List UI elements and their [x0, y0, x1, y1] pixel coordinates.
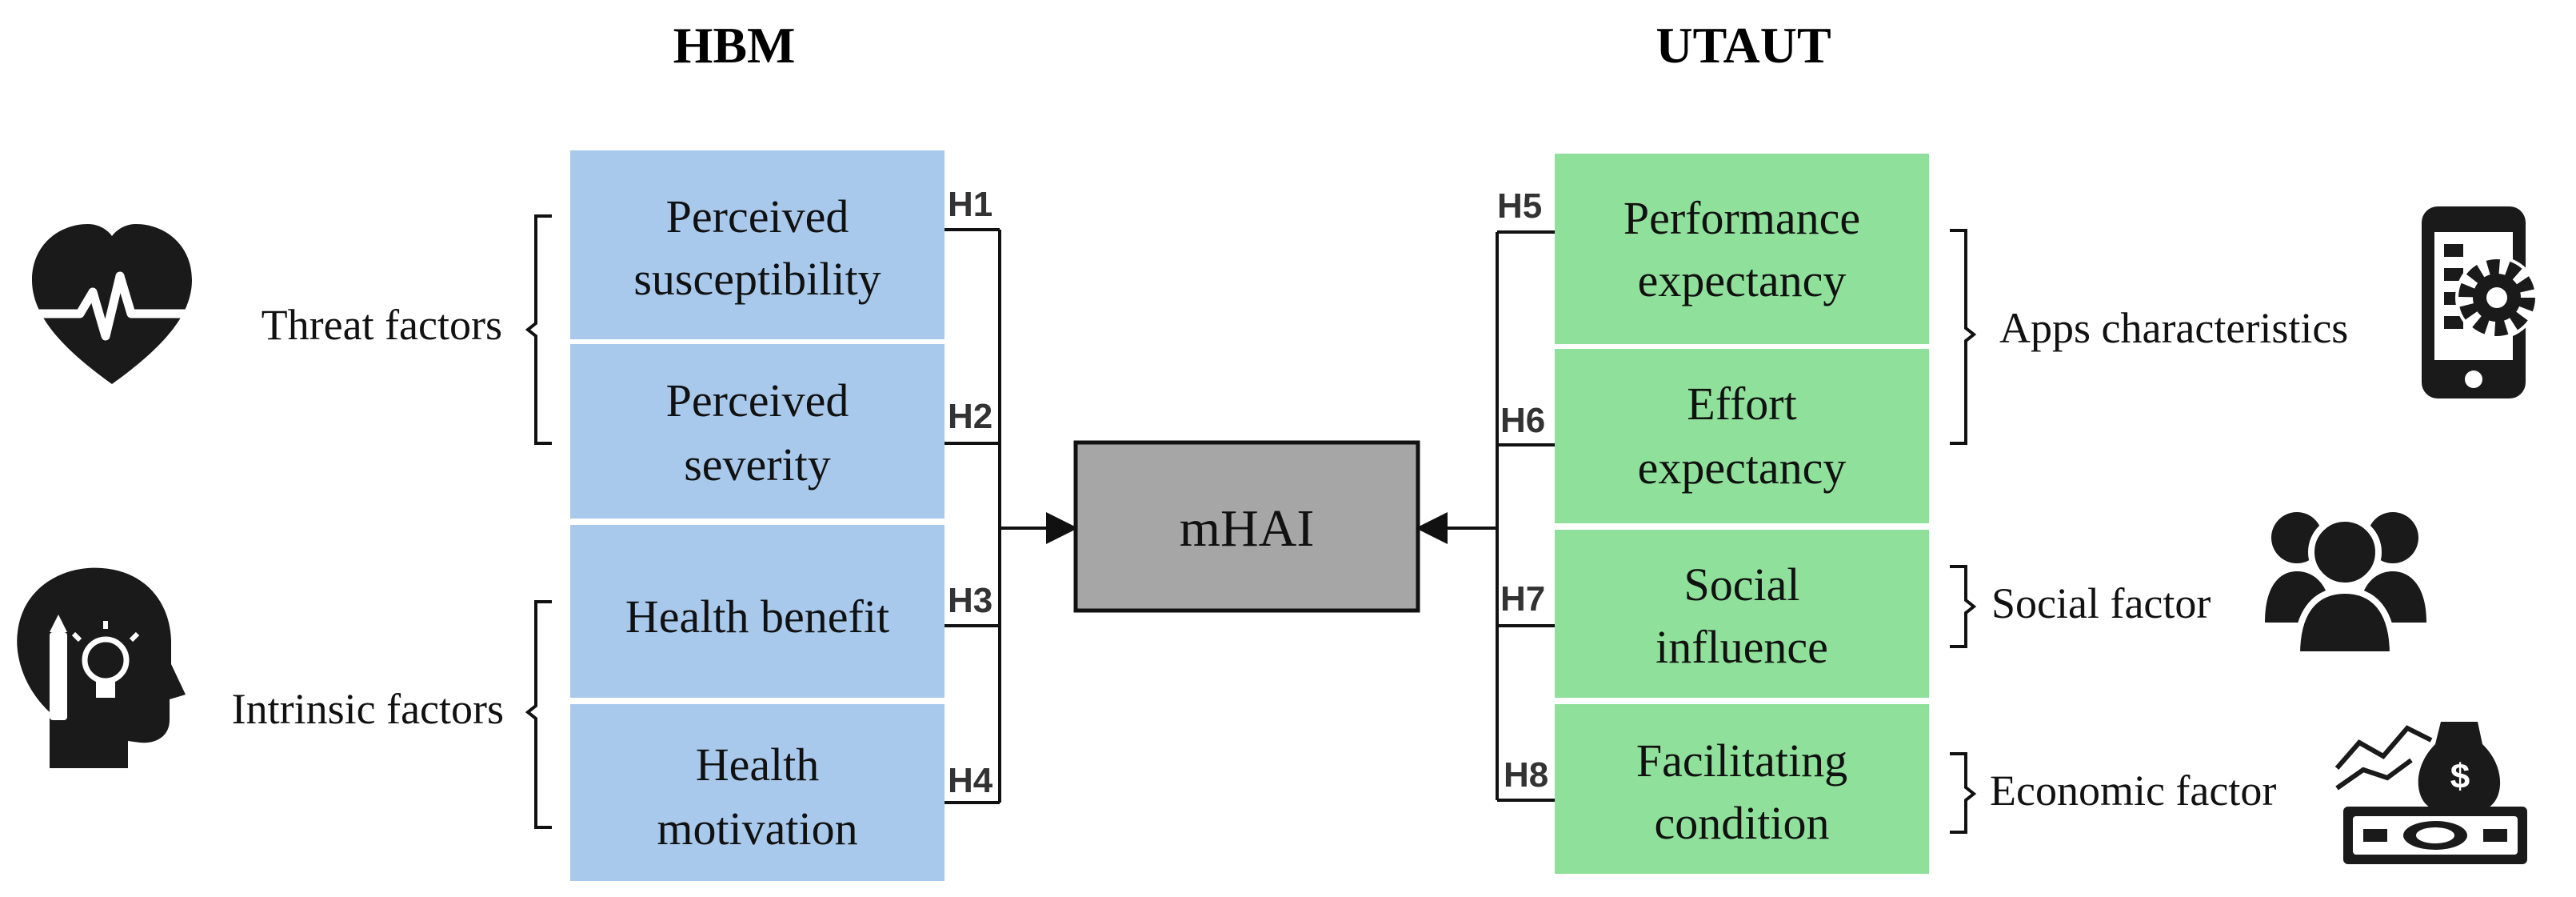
utaut-box-performance-expectancy: Performance expectancy — [1555, 154, 1929, 344]
apps-characteristics-label: Apps characteristics — [1999, 304, 2348, 352]
hbm-box-perceived-susceptibility: Perceived susceptibility — [570, 150, 945, 339]
head-lightbulb-icon — [17, 567, 186, 768]
utaut-box-effort-expectancy: Effort expectancy — [1555, 349, 1929, 523]
box-label-line2: expectancy — [1638, 254, 1847, 306]
social-factor-label: Social factor — [1991, 579, 2211, 627]
box-label-line1: Performance — [1623, 192, 1860, 244]
hbm-box-health-benefit: Health benefit — [570, 525, 945, 698]
box-label-line1: Social — [1684, 559, 1800, 611]
threat-factors-label: Threat factors — [262, 301, 502, 349]
box-label-line1: Health benefit — [625, 591, 889, 643]
hbm-heading: HBM — [673, 17, 796, 74]
utaut-box-facilitating-condition: Facilitating condition — [1555, 704, 1929, 874]
box-label-line2: motivation — [657, 803, 857, 855]
h6-label: H6 — [1500, 401, 1545, 440]
intrinsic-factors-brace — [525, 600, 552, 829]
h7-label: H7 — [1500, 579, 1545, 619]
box-label-line2: condition — [1654, 797, 1829, 849]
threat-factors-brace — [525, 214, 552, 445]
h3-label: H3 — [948, 581, 992, 620]
h8-label: H8 — [1504, 755, 1548, 795]
box-label-line1: Perceived — [666, 374, 849, 426]
economic-factor-brace — [1950, 752, 1977, 834]
hbm-connectors — [945, 228, 1078, 804]
box-label-line1: Perceived — [666, 190, 849, 242]
people-group-icon — [2265, 512, 2426, 658]
heart-pulse-icon — [32, 224, 192, 384]
box-label-line2: severity — [684, 438, 831, 491]
intrinsic-factors-label: Intrinsic factors — [232, 685, 504, 733]
hbm-box-perceived-severity: Perceived severity — [570, 344, 945, 519]
phone-gear-icon — [2422, 206, 2538, 398]
box-label-line2: expectancy — [1638, 442, 1847, 494]
box-label-line2: influence — [1655, 621, 1828, 673]
social-factor-brace — [1950, 565, 1977, 648]
utaut-box-social-influence: Social influence — [1555, 530, 1929, 698]
box-label-line1: Health — [696, 739, 820, 791]
svg-text:$: $ — [2450, 757, 2470, 796]
box-label-line1: Facilitating — [1636, 735, 1847, 787]
apps-characteristics-brace — [1950, 229, 1977, 445]
box-label-line2: susceptibility — [633, 253, 881, 305]
money-chart-icon: $ — [2334, 722, 2527, 864]
h5-label: H5 — [1497, 186, 1542, 226]
h1-label: H1 — [948, 185, 992, 224]
box-label-line1: Effort — [1687, 378, 1796, 430]
h2-label: H2 — [948, 397, 992, 436]
hbm-box-health-motivation: Health motivation — [570, 704, 945, 881]
utaut-connectors — [1416, 230, 1555, 802]
economic-factor-label: Economic factor — [1990, 767, 2276, 815]
h4-label: H4 — [948, 761, 993, 800]
mhai-label: mHAI — [1180, 499, 1315, 558]
utaut-heading: UTAUT — [1655, 17, 1831, 74]
mhai-center-box: mHAI — [1073, 440, 1420, 613]
